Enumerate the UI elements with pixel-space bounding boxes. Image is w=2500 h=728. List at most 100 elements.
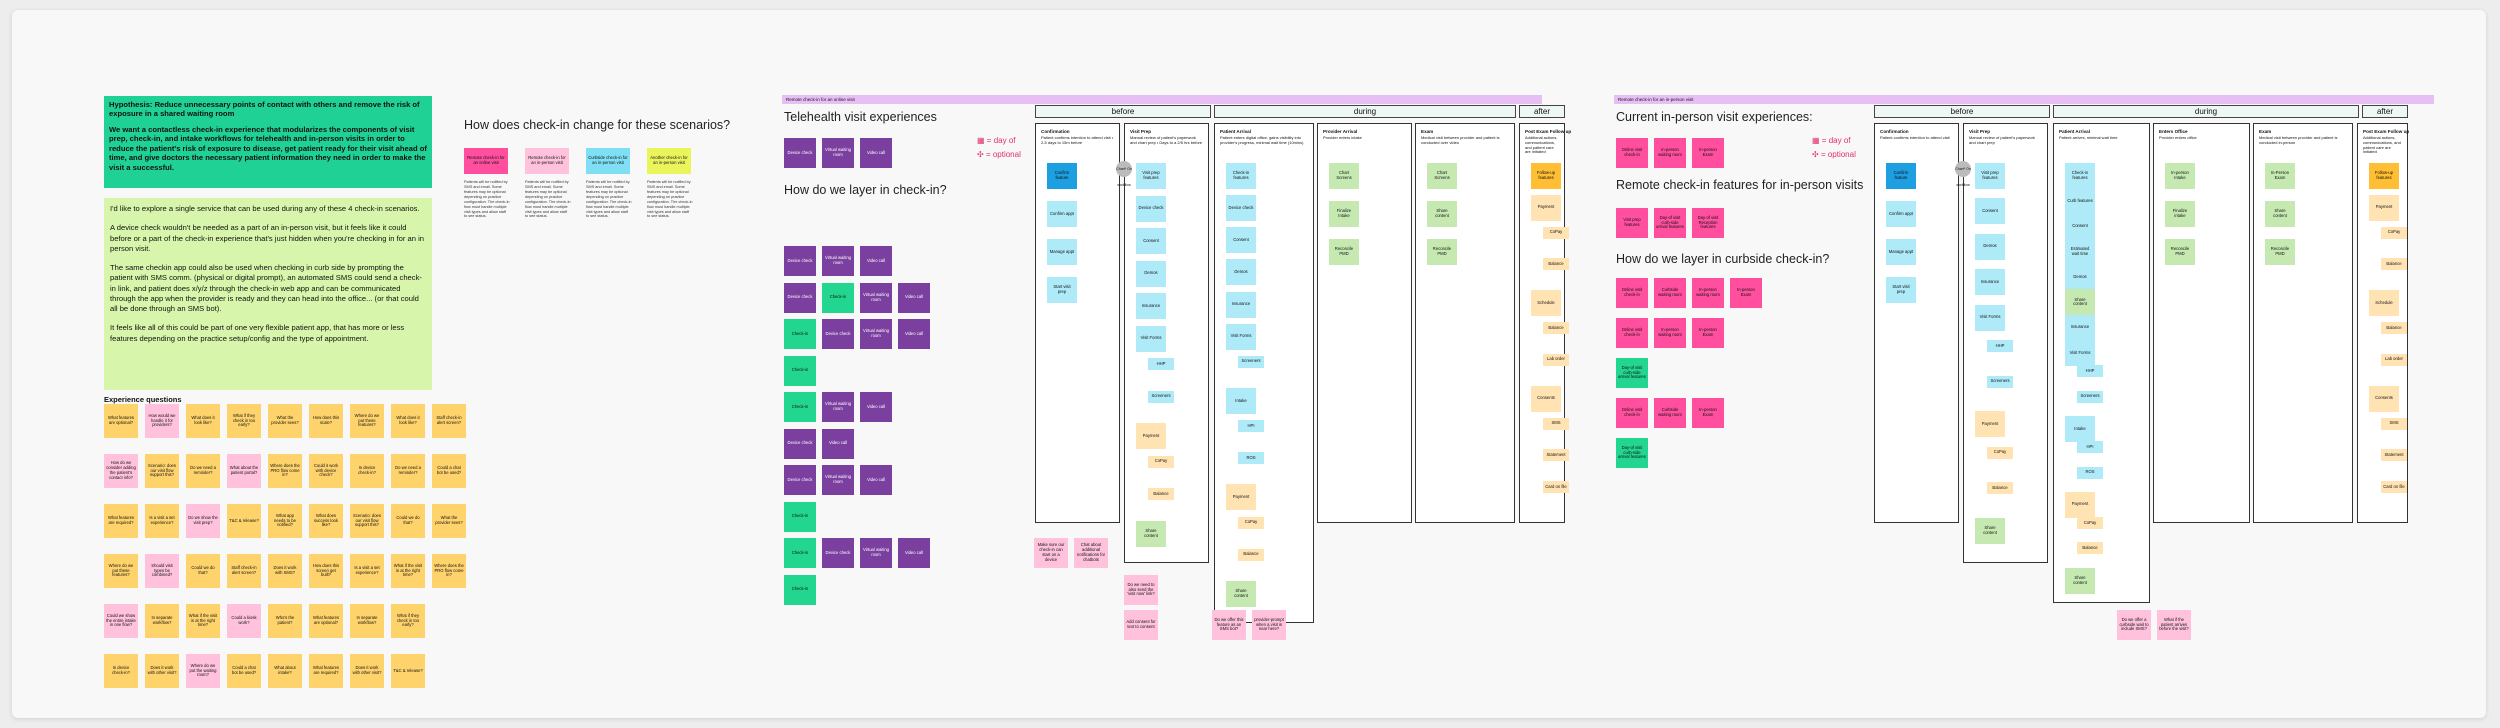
journey-sticky[interactable]: Virtual waiting room [822,392,854,422]
stage-card[interactable]: HHP [1987,340,2013,353]
question-sticky-pink[interactable]: How would we handle it for providers? [145,404,179,438]
stage-card[interactable]: SMS [2381,417,2407,430]
journey-sticky[interactable]: In-person waiting room [1692,278,1724,308]
question-sticky[interactable]: What if they check in too early? [391,604,425,638]
journey-sticky[interactable]: Video call [860,392,892,422]
journey-stage-column[interactable] [1415,123,1515,523]
question-sticky[interactable]: Where does the PRO flow come in? [432,554,466,588]
question-sticky[interactable]: What app needs to be notified? [268,504,302,538]
hypothesis-sticky[interactable]: Hypothesis: Reduce unnecessary points of… [104,96,432,188]
stage-card[interactable]: Confirm feature [1886,163,1916,189]
stage-card[interactable]: Insurance [1975,269,2005,296]
bottom-note-sticky[interactable]: Do we offer this feature as an SMS bot? [1212,610,1246,640]
stage-card[interactable]: Payment [1975,411,2005,438]
question-sticky[interactable]: Does it work with other visit? [350,654,384,688]
journey-sticky[interactable]: Virtual waiting room [860,282,892,313]
question-sticky[interactable]: In device check-in? [104,654,138,688]
scenario-sticky[interactable]: Remote check-in for an online visit [464,148,508,174]
stage-card[interactable]: Manage appt [1047,239,1077,265]
question-sticky-pink[interactable]: Do we show the visit prep? [186,504,220,538]
question-sticky[interactable]: What features are required? [309,654,343,688]
question-sticky[interactable]: In separate workflow? [350,604,384,638]
question-sticky[interactable]: Does it work with other visit? [145,654,179,688]
journey-sticky[interactable]: Virtual waiting room [822,138,854,168]
journey-sticky[interactable]: Virtual waiting room [822,246,854,276]
stage-card[interactable]: Device check [1226,195,1256,222]
bottom-note-sticky[interactable]: provider-prompt when a visit is near her… [1252,610,1286,640]
stage-card[interactable]: CoPay [1543,226,1569,239]
journey-sticky[interactable]: Virtual waiting room [860,538,892,568]
stage-card[interactable]: Schedule [1531,290,1561,317]
question-sticky[interactable]: What if the visit is at the right time? [391,554,425,588]
stage-card[interactable]: Balance [1987,482,2013,495]
question-sticky[interactable]: Where does the PRO flow come in? [268,454,302,488]
journey-sticky[interactable]: Check-in [784,319,816,349]
stage-card[interactable]: Screeners [1238,355,1264,368]
journey-sticky[interactable]: Device check [784,246,816,276]
journey-sticky[interactable]: Day-of visit curb-side arrival features [1616,358,1648,388]
stage-card[interactable]: Reconcile PMD [1427,239,1457,265]
stage-card[interactable]: CoPay [2077,517,2103,530]
question-sticky[interactable]: What features are optional? [309,604,343,638]
stage-card[interactable]: Confirm appt [1047,201,1077,227]
stage-card[interactable]: In-person Intake [2165,163,2195,189]
journey-sticky[interactable]: Video call [898,319,930,349]
journey-sticky[interactable]: Day-of visit curb-side arrival features [1616,438,1648,468]
stage-card[interactable]: Share content [1226,580,1256,607]
journey-sticky[interactable]: Check-in [784,501,816,532]
journey-sticky[interactable]: Day-of visit curb-side arrival features [1654,208,1686,238]
question-sticky[interactable]: What if they check in too early? [227,404,261,438]
stage-card[interactable]: Consents [2369,385,2399,412]
stage-card[interactable]: Consent [1975,198,2005,225]
question-sticky[interactable]: Scenario: does our visit flow support th… [145,454,179,488]
bottom-note-sticky[interactable]: What if the patient arrives before the v… [2157,610,2191,640]
question-sticky[interactable]: What features are required? [104,504,138,538]
stage-card[interactable]: Visit prep features [1136,163,1166,189]
stage-card[interactable]: Check-in features [2065,163,2095,189]
scenario-sticky[interactable]: Remote check-in for an in-person visit [525,148,569,174]
stage-card[interactable]: Check-in features [1226,163,1256,189]
stage-card[interactable]: Payment [1531,194,1561,221]
question-sticky[interactable]: Could we do that? [186,554,220,588]
stage-card[interactable]: Share content [2065,567,2095,594]
stage-card[interactable]: Manage appt [1886,239,1916,265]
stage-card[interactable]: Chart Screens [1427,163,1457,189]
question-sticky[interactable]: Could a chat bot be used? [432,454,466,488]
stage-card[interactable]: Screeners [1987,375,2013,388]
stage-card[interactable]: Payment [1226,484,1256,511]
journey-sticky[interactable]: Online visit check-in [1616,318,1648,348]
journey-stage-column[interactable] [1035,123,1120,523]
stage-card[interactable]: Intake [1226,388,1256,414]
question-sticky[interactable]: Do we need a reminder? [186,454,220,488]
stage-card[interactable]: Visit Forms [2065,340,2095,367]
journey-sticky[interactable]: Check-in [784,538,816,568]
journey-sticky[interactable]: In-person Exam [1692,138,1724,168]
stage-card[interactable]: Confirm appt [1886,201,1916,227]
stage-card[interactable]: Balance [1543,322,1569,335]
stage-card[interactable]: Finalize intake [2165,201,2195,227]
stage-card[interactable]: Payment [2065,491,2095,518]
journey-sticky[interactable]: Video call [860,138,892,168]
journey-sticky[interactable]: Device check [784,428,816,459]
stage-card[interactable]: Follow-up features [2369,163,2399,189]
stage-card[interactable]: Insurance [2065,314,2095,341]
stage-card[interactable]: Device check [1136,195,1166,222]
stage-card[interactable]: SMS [1543,417,1569,430]
question-sticky[interactable]: Does it work with SMS? [268,554,302,588]
whiteboard-canvas[interactable]: Hypothesis: Reduce unnecessary points of… [12,10,2486,718]
stage-card[interactable]: Intake [2065,415,2095,442]
stage-card[interactable]: CoPay [1987,446,2013,459]
bottom-note-sticky[interactable]: Do we need to also send the 'visit now' … [1124,575,1158,605]
stage-card[interactable]: Lab order [1543,353,1569,366]
stage-card[interactable]: Visit Forms [1136,325,1166,352]
stage-card[interactable]: Balance [1238,548,1264,561]
journey-sticky[interactable]: Curbside waiting room [1654,278,1686,308]
journey-stage-column[interactable] [2253,123,2353,523]
stage-card[interactable]: Balance [2381,322,2407,335]
journey-sticky[interactable]: Video call [898,282,930,313]
stage-card[interactable]: Share content [1427,201,1457,227]
journey-sticky[interactable]: Online visit check-in [1616,138,1648,168]
question-sticky[interactable]: Where do we put these features? [350,404,384,438]
stage-card[interactable]: Payment [1136,423,1166,449]
question-sticky-pink[interactable]: Could we show the entire intake in one f… [104,604,138,638]
